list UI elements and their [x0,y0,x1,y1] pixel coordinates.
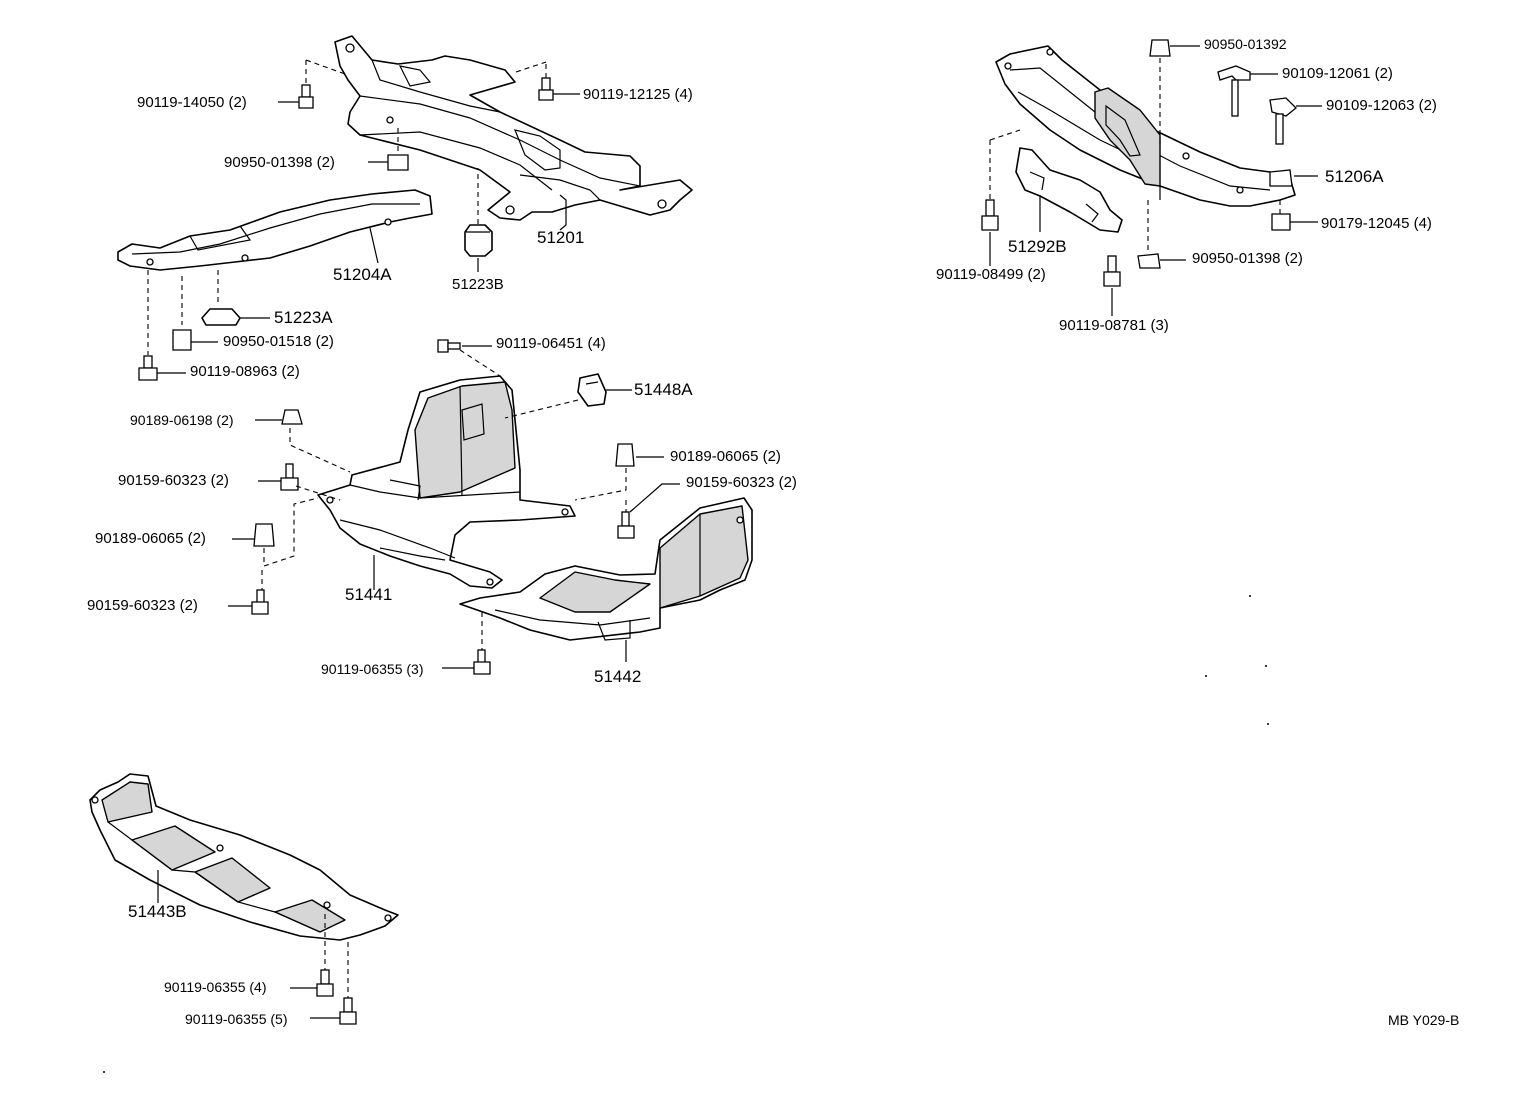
label-51448A: 51448A [634,380,693,399]
bolt-90119-12125-icon [515,61,580,101]
label-90159-60323-b: 90159-60323 (2) [87,597,198,614]
label-90159-60323-a: 90159-60323 (2) [118,472,229,489]
bolt-90119-06355-b-icon [290,914,334,997]
label-90119-12125: 90119-12125 (4) [583,86,693,103]
bolt-90119-06451-icon [437,339,501,377]
bolt-90119-08963-icon [138,355,186,381]
bolt-90159-60323-a-icon [258,463,341,501]
bolt-90119-06355-a-icon [442,612,491,675]
label-90189-06065-a: 90189-06065 (2) [95,530,206,547]
label-51292B: 51292B [1008,237,1067,256]
label-51223B: 51223B [452,276,504,293]
label-90950-01518: 90950-01518 (2) [223,333,334,350]
crossmember-51206A [995,45,1296,207]
label-51204A: 51204A [333,265,392,284]
label-51443B: 51443B [128,902,187,921]
bolt-90109-12063-icon [1269,97,1322,145]
label-90950-01398-b: 90950-01398 (2) [1192,250,1303,267]
label-90119-06355-c: 90119-06355 (5) [185,1011,288,1027]
label-90950-01398-a: 90950-01398 (2) [224,154,335,171]
label-51441: 51441 [345,585,393,604]
label-90119-06355-b: 90119-06355 (4) [164,979,267,995]
engine-under-cover-51441 [317,375,576,590]
crossmember-51204A [117,189,433,355]
label-51442: 51442 [594,667,642,686]
label-90179-12045: 90179-12045 (4) [1321,215,1432,232]
bracket-51292B [1015,147,1123,233]
label-90119-06451: 90119-06451 (4) [496,335,606,352]
bolt-90159-60323-b-icon [228,570,269,615]
bolt-90179-12045-icon [1271,200,1318,231]
cover-51443B [89,773,399,941]
diagram-reference-code: MB Y029-B [1388,1012,1460,1028]
label-51223A: 51223A [274,308,333,327]
label-90159-60323-c: 90159-60323 (2) [686,474,797,491]
label-90119-08963: 90119-08963 (2) [190,363,300,380]
bolt-90119-14050-icon [278,59,346,109]
bolt-90109-12061-icon [1217,65,1278,117]
crossmember-51201 [334,35,693,221]
nut-90950-01398-b-icon [1137,200,1186,269]
label-51206A: 51206A [1325,167,1384,186]
label-90109-12061: 90109-12061 (2) [1282,65,1393,82]
label-90119-08781: 90119-08781 (3) [1059,317,1169,334]
stopper-51223A [201,308,270,326]
nut-90950-01398-icon [368,128,409,171]
engine-under-cover-51442 [459,497,753,662]
stopper-51223B [464,168,493,272]
bolt-90159-60323-c-icon [617,483,680,539]
bolt-90119-08499-icon [981,129,1021,266]
bolt-90119-08781-icon [1103,255,1121,316]
label-90119-14050: 90119-14050 (2) [137,94,247,111]
nut-90189-06198-icon [255,409,351,473]
label-51201: 51201 [537,228,585,247]
label-90119-08499: 90119-08499 (2) [936,266,1046,283]
label-90119-06355-a: 90119-06355 (3) [321,661,424,677]
nut-51206A-mount-icon [1269,169,1318,187]
label-90109-12063: 90109-12063 (2) [1326,97,1437,114]
nut-90189-06065-b-icon [574,443,664,501]
clip-51448A [504,373,632,419]
nut-90950-01392-icon [1149,39,1200,145]
label-90950-01392: 90950-01392 [1204,36,1287,52]
label-90189-06065-b: 90189-06065 (2) [670,448,781,465]
nut-90950-01518-icon [172,329,218,351]
bolt-90119-06355-c-icon [310,942,357,1025]
label-90189-06198: 90189-06198 (2) [130,412,234,428]
nut-90189-06065-a-icon [232,497,319,567]
